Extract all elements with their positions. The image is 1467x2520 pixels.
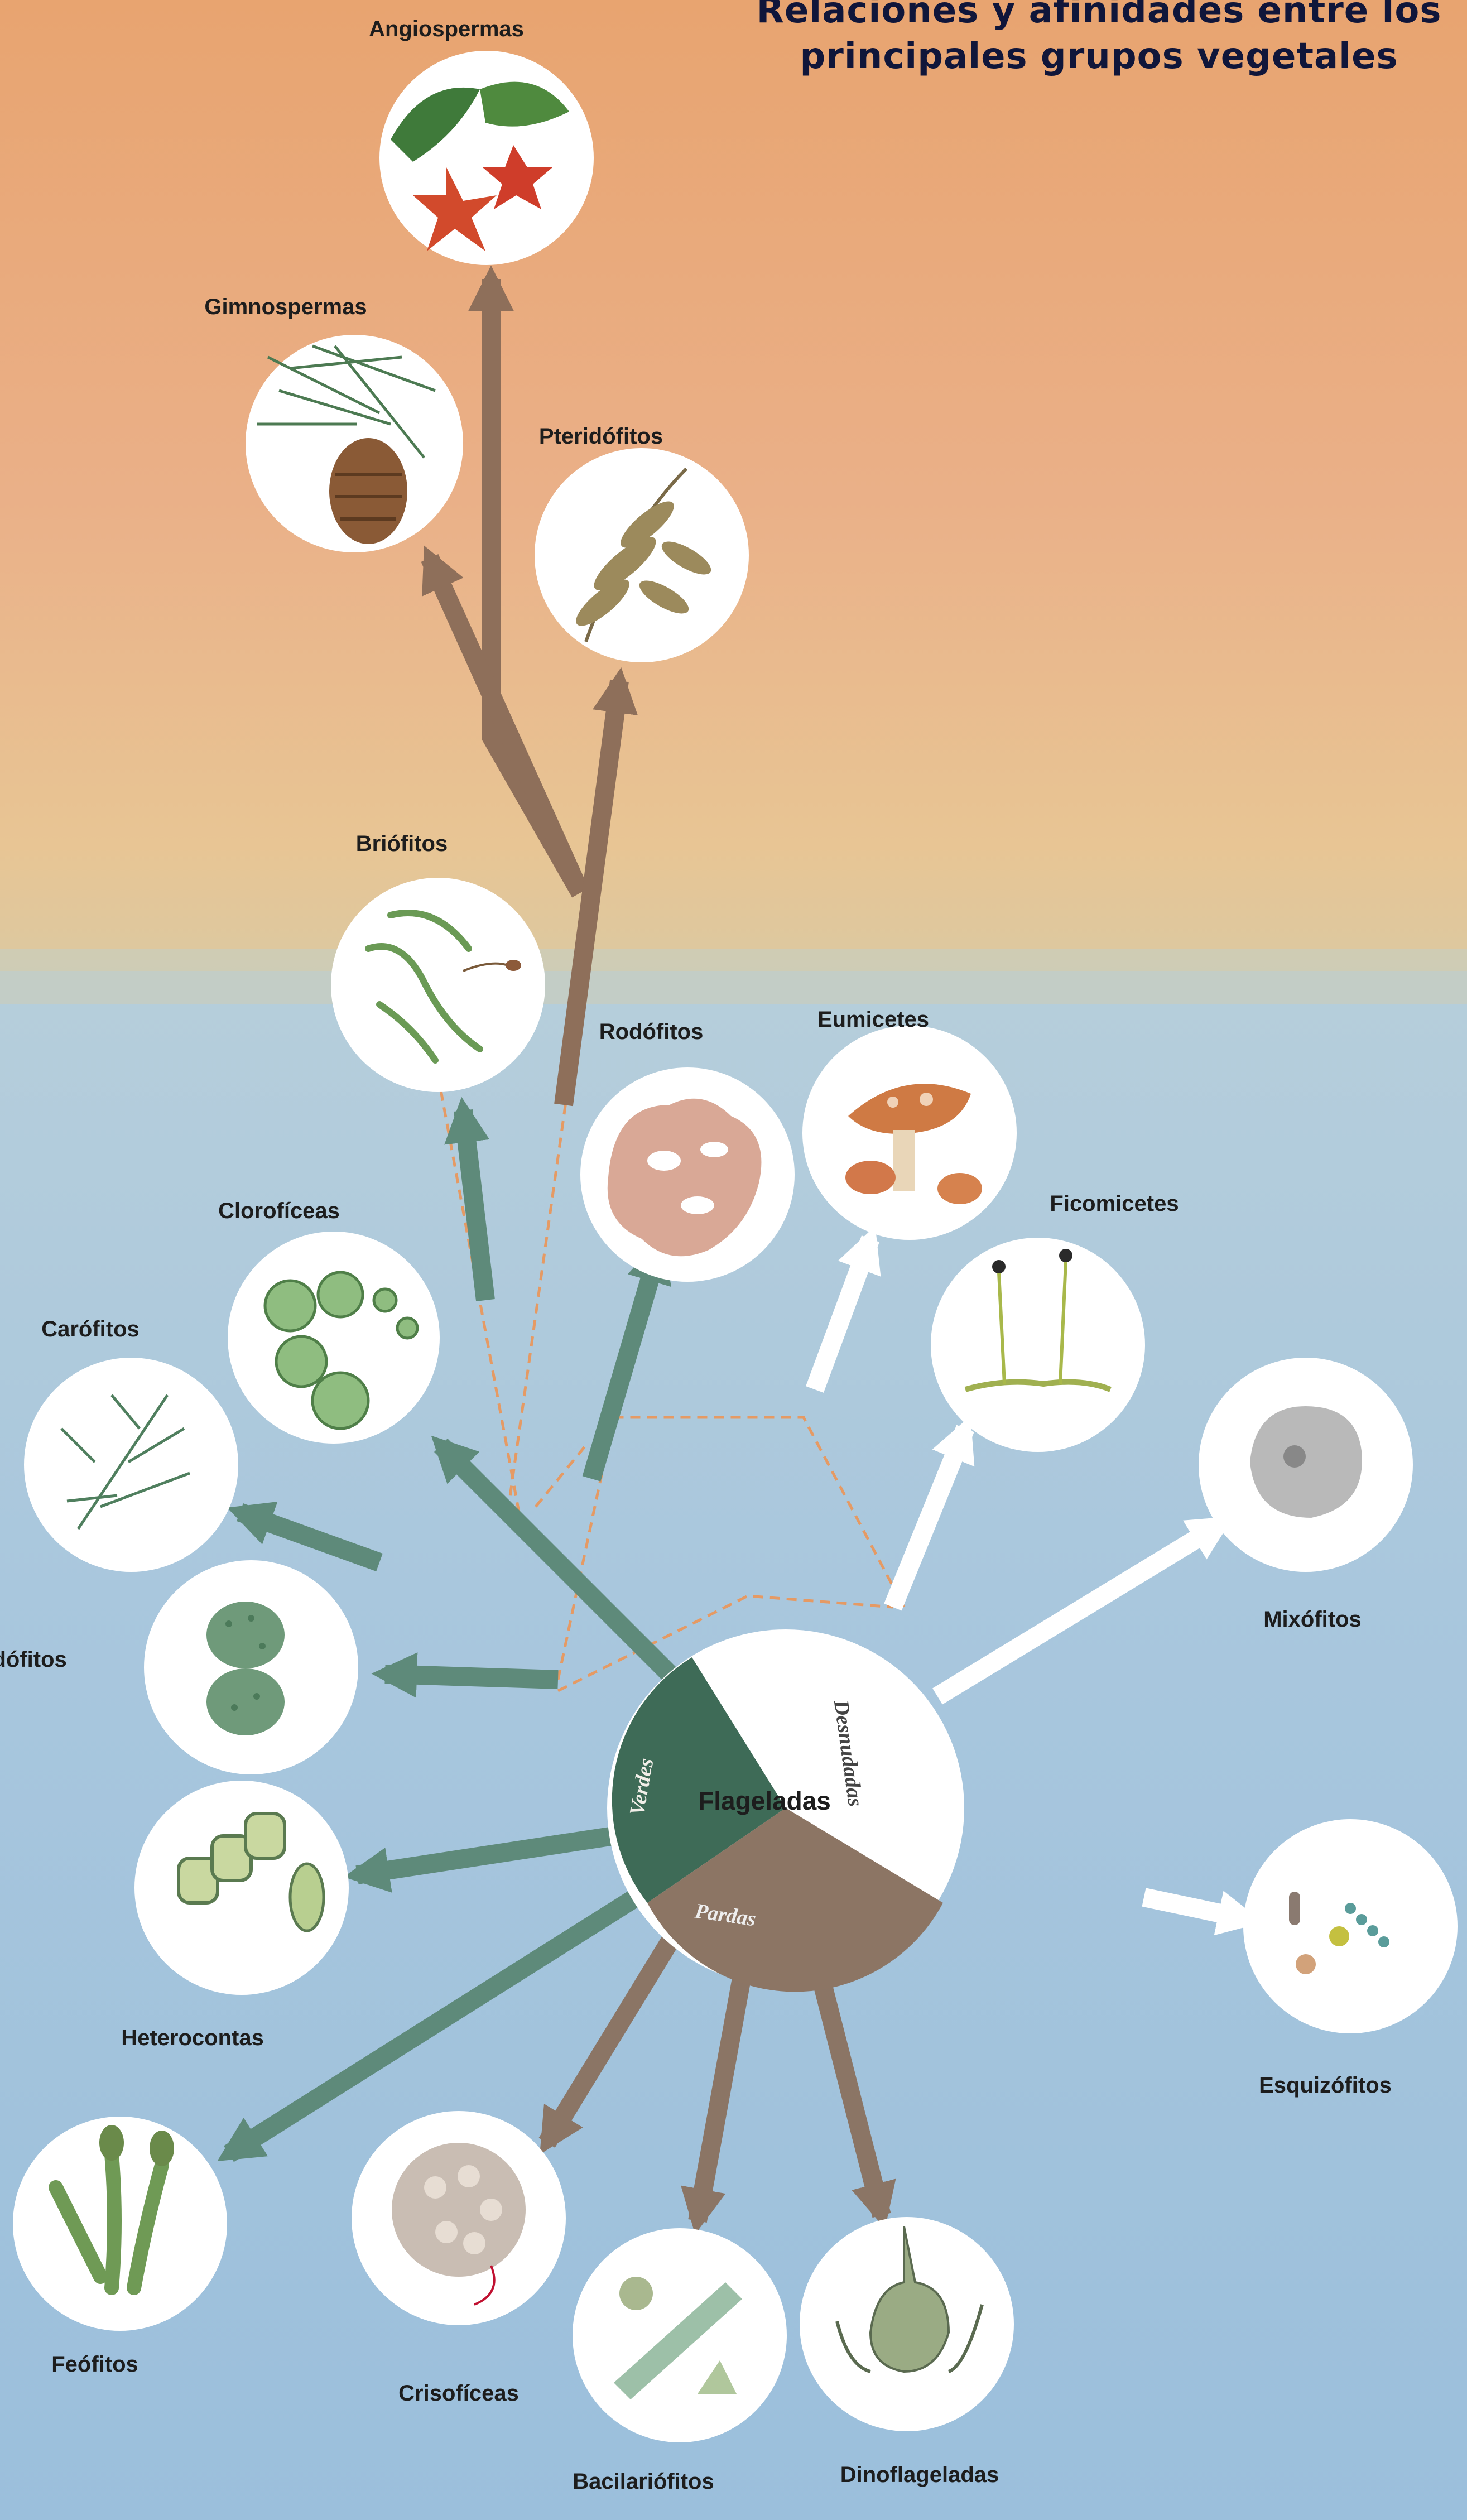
- label-feofitos: Feófitos: [51, 2352, 138, 2377]
- arrow-to-conjugadofitos: [385, 1674, 558, 1680]
- illustration-eumicetes: [802, 1026, 1017, 1240]
- label-gimnospermas: Gimnospermas: [204, 295, 367, 320]
- label-eumicetes: Eumicetes: [817, 1007, 929, 1032]
- label-angiospermas: Angiospermas: [369, 17, 524, 42]
- label-dinoflageladas: Dinoflageladas: [840, 2463, 999, 2488]
- label-cloroficeas: Clorofíceas: [218, 1199, 340, 1224]
- arrow-to-heterocontas: [357, 1836, 614, 1875]
- illustration-ficomicetes: [931, 1238, 1145, 1452]
- label-ficomicetes: Ficomicetes: [1050, 1191, 1179, 1216]
- illustration-angiospermas: [379, 51, 594, 265]
- arrow-to-carofitos: [240, 1512, 379, 1562]
- illustration-mixofitos: [1199, 1358, 1413, 1572]
- label-bacilariofitos: Bacilariófitos: [573, 2469, 714, 2494]
- illustration-dinoflageladas: [800, 2217, 1014, 2431]
- label-conjugadofitos: adófitos: [0, 1647, 67, 1672]
- label-pteridofitos: Pteridófitos: [539, 424, 663, 449]
- arrow-to-bacilariofitos: [698, 1975, 742, 2221]
- illustration-esquizofitos: [1243, 1819, 1458, 2033]
- illustration-feofitos: [13, 2117, 227, 2331]
- arrow-to-esquizofitos: [1144, 1897, 1250, 1920]
- illustration-bacilariofitos: [573, 2228, 787, 2442]
- illustration-gimnospermas: [246, 335, 463, 552]
- label-esquizofitos: Esquizófitos: [1259, 2073, 1392, 2098]
- dashed-link-5: [536, 1445, 586, 1507]
- illustration-heterocontas: [134, 1781, 349, 1995]
- arrow-to-ficomicetes: [893, 1429, 965, 1607]
- illustration-rodofitos: [580, 1067, 795, 1282]
- illustration-carofitos: [24, 1358, 238, 1572]
- arrow-to-mixofitos: [937, 1523, 1222, 1696]
- illustration-pteridofitos: [535, 448, 749, 662]
- illustration-cloroficeas: [228, 1232, 440, 1444]
- label-carofitos: Carófitos: [41, 1317, 140, 1342]
- arrow-to-dinoflageladas: [820, 1975, 882, 2215]
- illustrations: [13, 51, 1458, 2442]
- label-mixofitos: Mixófitos: [1263, 1607, 1362, 1632]
- label-crisoficeas: Crisofíceas: [398, 2381, 519, 2406]
- arrow-to-briofitos: [463, 1110, 485, 1300]
- illustration-conjugadofitos: [144, 1560, 358, 1774]
- arrow-to-crisoficeas: [547, 1942, 670, 2143]
- label-heterocontas: Heterocontas: [121, 2026, 264, 2051]
- arrow-to-cloroficeas: [441, 1445, 670, 1674]
- arrow-to-eumicetes: [815, 1239, 870, 1389]
- label-rodofitos: Rodófitos: [599, 1019, 704, 1045]
- illustration-crisoficeas: [352, 2111, 566, 2325]
- label-briofitos: Briófitos: [356, 831, 448, 857]
- center-label: Flageladas: [698, 1786, 831, 1816]
- arrow-to-rodofitos: [591, 1250, 658, 1479]
- illustration-briofitos: [331, 878, 545, 1092]
